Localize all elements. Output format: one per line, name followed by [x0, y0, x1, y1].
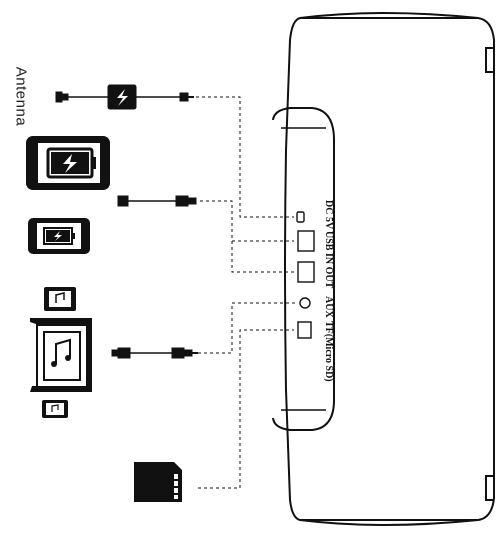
tf-slot-icon — [297, 321, 312, 339]
usb-connection-line — [200, 200, 294, 242]
connector-lines — [196, 96, 298, 489]
phone-charging-icon — [28, 218, 90, 254]
usb-port-icon-2 — [297, 261, 315, 283]
usb-port-icon-1 — [297, 230, 315, 252]
dc-port-label: DC 5V — [323, 200, 334, 230]
usb-cable — [117, 195, 197, 207]
mini-music-device-icon — [42, 400, 68, 418]
usb-connection-line-2 — [231, 241, 294, 273]
charger-cable — [55, 84, 194, 110]
small-music-device-icon — [44, 287, 76, 311]
dc-connection-line — [196, 96, 294, 218]
ports-panel — [296, 211, 315, 339]
aux-cable — [111, 347, 198, 359]
aux-port-icon — [299, 297, 311, 309]
tablet-charging-icon — [26, 136, 110, 190]
tf-port-label: TF(Micro SD) — [323, 321, 334, 382]
dc-port-icon — [296, 211, 305, 223]
aux-port-label: AUX — [323, 296, 334, 318]
tf-connection-line — [198, 329, 294, 489]
speaker-body — [272, 12, 495, 526]
usb-port-label: USB IN OUT — [323, 231, 334, 289]
laptop-music-icon — [30, 318, 92, 392]
aux-connection-line — [198, 302, 298, 354]
sd-card-icon — [134, 462, 182, 502]
